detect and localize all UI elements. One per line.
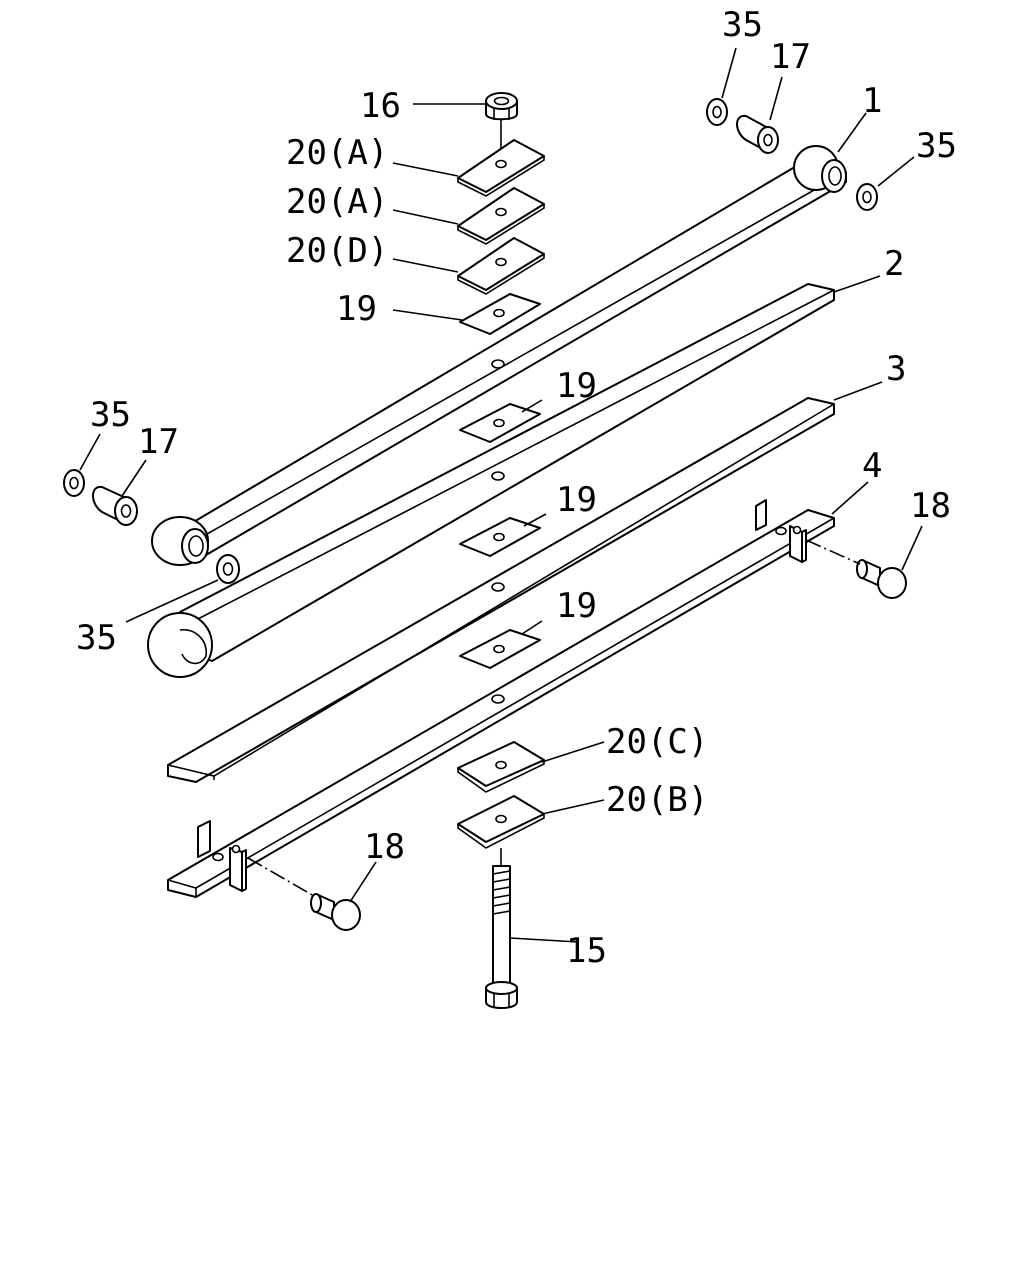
- plate-19-between-3-4: [459, 629, 541, 669]
- leader-lines: [79, 47, 923, 943]
- bolt-18-right-axis: [805, 539, 861, 565]
- callout-15: 15: [566, 931, 607, 971]
- washer-35-right: [856, 183, 878, 211]
- leaf-3: [167, 397, 835, 783]
- callout-35-top: 35: [722, 5, 763, 45]
- leaf-1: [151, 145, 847, 566]
- bushing-17-left: [92, 485, 138, 526]
- plate-20c: [457, 741, 545, 793]
- bolt-18-right: [856, 559, 907, 599]
- leaf-2: [147, 283, 835, 678]
- callout-4: 4: [862, 446, 882, 486]
- callout-19-leaf1-2: 19: [556, 366, 597, 406]
- plate-19-between-1-2: [459, 403, 541, 443]
- plate-20b: [457, 795, 545, 849]
- bolt-18-left-axis: [247, 857, 315, 897]
- callout-35-right: 35: [916, 126, 957, 166]
- bushing-17-top: [736, 114, 779, 154]
- callout-20d: 20(D): [286, 231, 388, 271]
- nut-16: [485, 92, 518, 121]
- washer-35-left: [63, 469, 85, 497]
- plate-19-between-2-3: [459, 517, 541, 557]
- callout-20a-upper: 20(A): [286, 133, 388, 173]
- bolt-15: [485, 865, 518, 1009]
- callout-19-top: 19: [336, 289, 377, 329]
- callout-35-bottom: 35: [76, 618, 117, 658]
- callout-20a-lower: 20(A): [286, 182, 388, 222]
- plate-20a-upper: [457, 139, 545, 197]
- plate-19-top: [459, 293, 541, 335]
- callout-35-left: 35: [90, 395, 131, 435]
- plate-20d: [457, 237, 545, 295]
- leaf-4: [167, 499, 835, 898]
- callout-17-left: 17: [138, 422, 179, 462]
- callout-1: 1: [862, 81, 882, 121]
- bolt-18-left: [310, 893, 361, 931]
- callout-19-leaf3-4: 19: [556, 586, 597, 626]
- callout-20c: 20(C): [606, 722, 708, 762]
- callout-20b: 20(B): [606, 780, 708, 820]
- washer-35-bottom: [216, 554, 240, 584]
- callout-18-left: 18: [364, 827, 405, 867]
- plate-20a-lower: [457, 187, 545, 245]
- callout-17-top: 17: [770, 37, 811, 77]
- callout-16: 16: [360, 86, 401, 126]
- callout-19-leaf2-3: 19: [556, 480, 597, 520]
- callout-2: 2: [884, 244, 904, 284]
- callout-18-right: 18: [910, 486, 951, 526]
- washer-35-top: [706, 98, 728, 126]
- callout-3: 3: [886, 349, 906, 389]
